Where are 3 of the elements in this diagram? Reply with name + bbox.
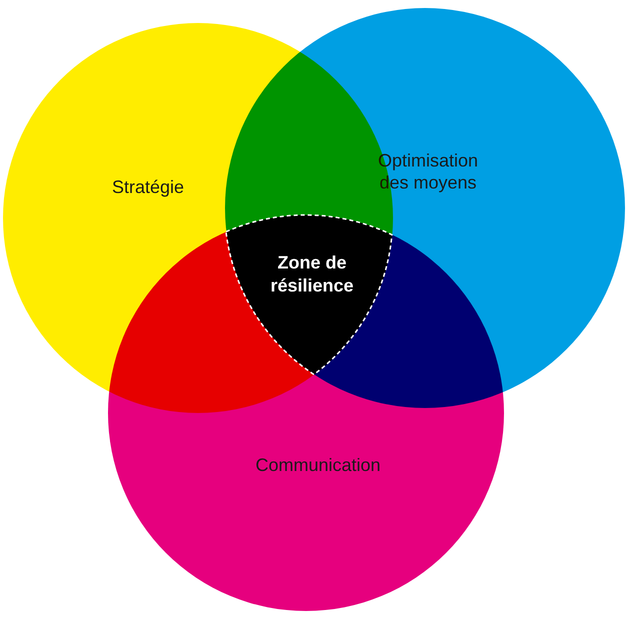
circle-label: Communication bbox=[254, 455, 382, 477]
circle-label: Stratégie bbox=[110, 177, 186, 199]
zone-label: Zone de résilience bbox=[269, 252, 355, 296]
